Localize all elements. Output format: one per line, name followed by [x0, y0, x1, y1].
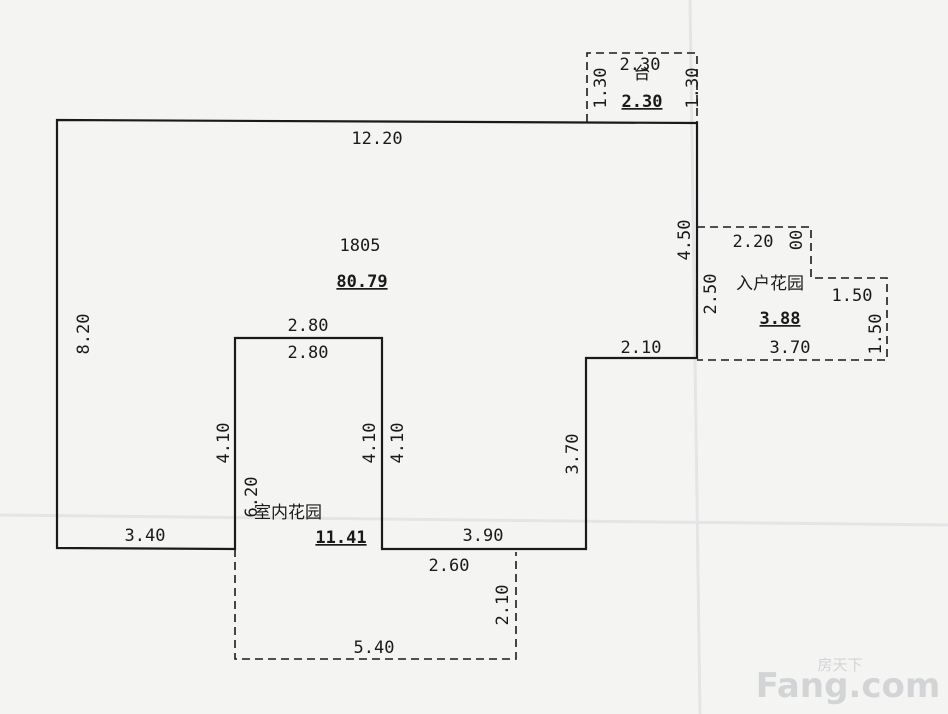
under-bottom-dimension: 2.60 — [429, 556, 470, 576]
entry-garden-right-width-label: 1.50 — [832, 286, 873, 306]
step-side-dimension: 3.70 — [563, 434, 583, 475]
balcony-name-label: 台 — [634, 64, 651, 84]
balcony-outline — [586, 52, 698, 122]
right-mid-dimension: 2.50 — [701, 274, 721, 315]
entry-garden-name-label: 入户花园 — [736, 274, 804, 294]
notch-right-dimension: 4.10 — [360, 423, 380, 464]
entry-garden-bottom-width-label: 3.70 — [770, 338, 811, 358]
left-wall-dimension: 8.20 — [74, 314, 94, 355]
step-top-dimension: 2.10 — [621, 338, 662, 358]
top-wall-dimension: 12.20 — [351, 129, 402, 149]
lower-garden-width-dimension: 5.40 — [354, 638, 395, 658]
watermark-brand-text: Fang.com — [756, 666, 941, 706]
room-id-label: 1805 — [340, 236, 381, 256]
right-upper-dimension: 4.50 — [675, 220, 695, 261]
indoor-garden-lower-outline — [234, 549, 517, 660]
entry-garden-top-width-label: 2.20 — [733, 232, 774, 252]
notch-right-outer-dimension: 4.10 — [388, 423, 408, 464]
notch-top-inner-dimension: 2.80 — [288, 343, 329, 363]
main-wall-outline — [55, 118, 699, 551]
lower-garden-side-dimension: 2.10 — [493, 585, 513, 626]
balcony-area-label: 2.30 — [622, 92, 663, 112]
paper-fold-line — [0, 513, 948, 527]
indoor-garden-depth-label: 6.20 — [242, 477, 262, 518]
balcony-left-side-label: 1.30 — [591, 68, 611, 109]
bottom-mid-dimension: 3.90 — [463, 526, 504, 546]
entry-garden-outline — [697, 226, 888, 361]
room-area-label: 80.79 — [336, 272, 387, 292]
entry-garden-area-label: 3.88 — [760, 309, 801, 329]
fang-logo-watermark: 房天下 Fang.com — [756, 656, 941, 706]
entry-garden-top-side-label: 00 — [787, 230, 807, 250]
balcony-right-side-label: 1.30 — [683, 68, 703, 109]
watermark-cn-text: 房天下 — [817, 656, 862, 674]
bottom-left-dimension: 3.40 — [125, 526, 166, 546]
notch-top-outer-dimension: 2.80 — [288, 316, 329, 336]
notch-left-dimension: 4.10 — [214, 423, 234, 464]
indoor-garden-name-label: 室内花园 — [254, 503, 322, 523]
balcony-width-top-label: 2.30 — [620, 55, 661, 75]
entry-garden-right-height-label: 1.50 — [866, 314, 886, 355]
indoor-garden-area-label: 11.41 — [315, 528, 366, 548]
